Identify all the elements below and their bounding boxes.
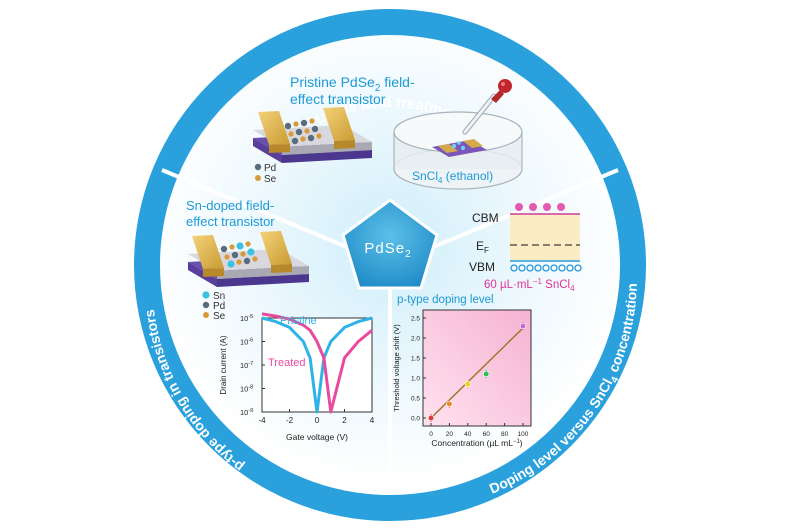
svg-text:Se: Se: [264, 174, 277, 185]
sn-marker: [202, 291, 210, 299]
data-point: [446, 400, 453, 408]
transfer-ytick-label: 10-6: [240, 338, 253, 347]
pristine-legend: Pd Se: [254, 163, 277, 185]
transfer-xtick-label: -2: [286, 416, 294, 425]
pipette: [462, 79, 512, 135]
series-label-treated: Treated: [268, 357, 306, 369]
doping-ytick-label: 1.0: [411, 376, 420, 383]
vbm-label: VBM: [469, 260, 495, 274]
transfer-ytick-label: 10-5: [240, 314, 253, 323]
doping-xtick-label: 40: [464, 431, 472, 438]
series-label-pristine: Pristine: [280, 315, 317, 327]
svg-text:Sn: Sn: [213, 291, 225, 302]
svg-text:effect transistor: effect transistor: [290, 91, 386, 107]
pipette-bulb: [498, 79, 512, 93]
dish-label: SnCl4 (ethanol): [412, 169, 493, 185]
transfer-ylabel: Drain current (A): [219, 335, 228, 394]
sndoped-atoms: [220, 241, 258, 268]
data-point: [427, 414, 435, 422]
transfer-ytick-label: 10-7: [240, 361, 253, 370]
sndoped-title: Sn-doped field- effect transistor: [186, 198, 275, 229]
doping-level-chart: p-type doping level 0.0 0.5 1.0 1.5 2.0 2.5 0…: [392, 294, 532, 448]
treated-curve: [261, 312, 373, 414]
svg-text:Pristine PdSe2 field-: Pristine PdSe2 field-: [290, 74, 415, 94]
transfer-ytick-label: 10-8: [240, 385, 253, 394]
doping-ytick-label: 0.0: [411, 416, 420, 423]
doping-plot-frame: [422, 309, 532, 427]
se-marker-2: [203, 312, 209, 318]
cbm-label: CBM: [472, 211, 499, 225]
petri-dish: [393, 111, 523, 190]
pristine-device: [253, 107, 372, 163]
sndoped-device: [188, 231, 309, 287]
svg-text:Sn-doped field-: Sn-doped field-: [186, 198, 274, 213]
concentration-label: 60 µL·mL−1 SnCl4: [484, 277, 575, 293]
doping-title: p-type doping level: [397, 294, 494, 306]
doping-xtick-label: 60: [483, 431, 491, 438]
transfer-xtick-label: -4: [258, 416, 266, 425]
transfer-xtick-label: 2: [342, 416, 347, 425]
ef-label: EF: [476, 239, 489, 255]
transfer-xlabel: Gate voltage (V): [286, 432, 348, 442]
band-diagram: CBM EF VBM 60 µL·mL−1 SnCl4: [469, 203, 582, 293]
transfer-curve-chart: 10-5 10-6 10-7 10-8 10-9 -4 -2 0 2 4 Pristine Tr…: [219, 312, 375, 442]
hole-markers: [510, 264, 582, 272]
doping-xtick-label: 0: [429, 431, 433, 438]
pristine-title: Pristine PdSe2 field- effect transistor: [290, 74, 415, 107]
transfer-plot-frame: [261, 317, 373, 413]
data-point: [464, 380, 471, 388]
doping-xtick-label: 100: [518, 431, 529, 438]
doping-ytick-label: 2.5: [411, 316, 420, 323]
svg-text:Se: Se: [213, 311, 226, 322]
pristine-curve: [261, 316, 373, 414]
doping-ytick-label: 2.0: [411, 336, 420, 343]
doping-xlabel: Concentration (µL mL−1): [431, 438, 522, 448]
pristine-atoms: [284, 118, 322, 145]
doping-xtick-label: 80: [501, 431, 509, 438]
band-gap-fill: [510, 214, 580, 260]
transfer-xtick-label: 0: [315, 416, 320, 425]
doping-xtick-label: 20: [446, 431, 454, 438]
pd-marker: [254, 163, 262, 171]
doping-ytick-label: 1.5: [411, 356, 420, 363]
svg-text:effect transistor: effect transistor: [186, 214, 275, 229]
svg-text:Pd: Pd: [213, 301, 225, 312]
doping-ytick-label: 0.5: [411, 396, 420, 403]
transfer-ytick-label: 10-9: [240, 408, 253, 417]
center-pentagon: [341, 198, 439, 290]
fit-line: [430, 327, 524, 419]
se-marker: [255, 175, 261, 181]
svg-text:Pd: Pd: [264, 163, 276, 174]
pd-marker-2: [202, 301, 210, 309]
data-point: [519, 322, 527, 330]
center-label: PdSe2: [364, 240, 411, 260]
transfer-xtick-label: 4: [370, 416, 375, 425]
doping-ylabel: Threshold voltage shift (V): [392, 324, 401, 412]
data-point: [483, 370, 490, 378]
sndoped-legend: Sn Pd Se: [202, 291, 226, 322]
